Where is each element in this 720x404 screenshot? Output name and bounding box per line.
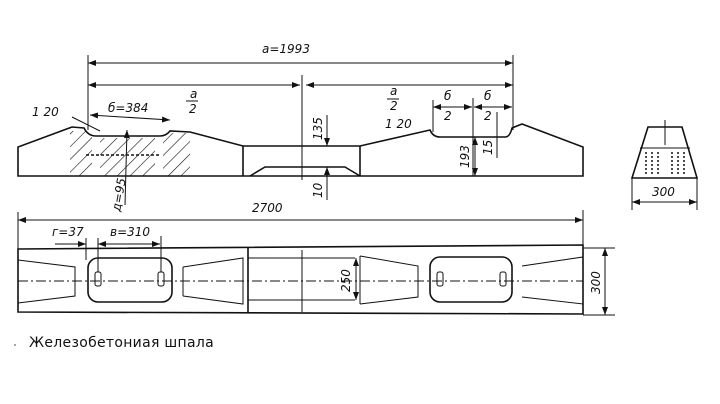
slope-right-label: 1 20 xyxy=(385,117,412,131)
dim-250: 250 xyxy=(339,269,353,292)
cross-section: 300 xyxy=(630,120,699,210)
rebar-dots xyxy=(645,152,685,176)
side-bottom-recess xyxy=(249,166,361,177)
side-view: а=1993 а 2 а 2 б=384 1 20 б 2 б 2 1 20 1… xyxy=(17,42,584,214)
dim-10: 10 xyxy=(311,182,325,198)
dim-g-label: г=37 xyxy=(52,225,84,239)
rail-seat-left xyxy=(87,257,173,303)
dim-15: 15 xyxy=(481,140,495,155)
dim-b-half-right-den: 2 xyxy=(484,109,492,123)
bolt-hole xyxy=(499,271,507,287)
dim-a-half-right-den: 2 xyxy=(390,99,398,113)
caption: Железобетониая шпала xyxy=(29,335,214,351)
bolt-hole xyxy=(436,271,444,287)
hatched-section xyxy=(70,131,92,176)
dim-d: д=95 xyxy=(109,177,129,214)
hatched-section xyxy=(100,138,155,176)
bolt-hole xyxy=(94,271,102,287)
dim-b-half-left-den: 2 xyxy=(444,109,452,123)
plan-outline xyxy=(17,244,584,315)
hatched-section xyxy=(163,133,190,176)
dim-a-half-left-den: 2 xyxy=(189,102,197,116)
section-width-label: 300 xyxy=(652,185,675,199)
slope-left-label: 1 20 xyxy=(32,105,59,119)
dim-135: 135 xyxy=(311,117,325,140)
plan-view: 2700 г=37 в=310 250 300 xyxy=(17,201,615,316)
dim-v-label: в=310 xyxy=(110,225,150,239)
dim-b-half-right: б xyxy=(484,89,492,103)
dim-length-label: 2700 xyxy=(252,201,283,215)
bolt-hole xyxy=(157,271,165,287)
rail-seat-right xyxy=(429,256,513,303)
dim-300: 300 xyxy=(589,271,603,294)
dim-b-label: б=384 xyxy=(108,101,148,115)
dim-a-half-left: а xyxy=(190,87,197,101)
dim-a-half-right: а xyxy=(390,84,397,98)
dim-193: 193 xyxy=(458,145,472,168)
dim-b-half-left: б xyxy=(444,89,452,103)
dim-a-label: а=1993 xyxy=(262,42,310,56)
